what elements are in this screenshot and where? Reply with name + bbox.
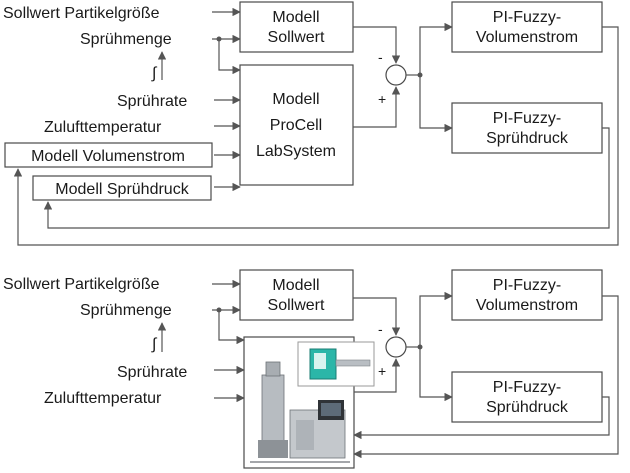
summing-junction-top [385,64,407,86]
box-modell-procell-line3: LabSystem [256,143,336,160]
box-modell-sollwert-top-line1: Modell [272,9,319,26]
box-modell-spruehdruck-label: Modell Sprühdruck [55,181,189,198]
label-zulufttemperatur-bottom: Zulufttemperatur [44,390,162,407]
box-modell-procell-line1: Modell [272,91,319,108]
box-pi-fuzzy-volumenstrom-bottom [451,269,603,321]
box-modell-procell-line2: ProCell [270,117,322,134]
box-pi-druck-bottom-line1: PI-Fuzzy- [493,379,561,396]
box-modell-spruehdruck [32,175,212,201]
box-pi-volumen-bottom-line1: PI-Fuzzy- [493,277,561,294]
sensor-probe-image [297,341,375,387]
label-spruehrate-bottom: Sprührate [117,364,187,381]
box-modell-procell [239,64,354,186]
label-spruehmenge-bottom: Sprühmenge [80,302,172,319]
sign-minus-bottom: - [378,321,383,337]
box-modell-sollwert-bottom-line1: Modell [272,277,319,294]
box-modell-sollwert-top [239,1,354,53]
box-pi-volumen-bottom-line2: Volumenstrom [476,297,578,314]
box-pi-druck-bottom-line2: Sprühdruck [486,399,569,416]
label-sollwert-partikelgroesse-top: Sollwert Partikelgröße [3,5,160,22]
box-modell-sollwert-bottom-line2: Sollwert [268,297,325,314]
box-pi-fuzzy-volumenstrom-top [451,1,603,53]
box-modell-sollwert-bottom [239,269,354,321]
label-spruehrate-top: Sprührate [117,93,187,110]
box-pi-fuzzy-spruehdruck-top [451,102,603,154]
label-zulufttemperatur-top: Zulufttemperatur [44,119,162,136]
box-pi-druck-top-line1: PI-Fuzzy- [493,110,561,127]
box-modell-sollwert-top-line2: Sollwert [268,29,325,46]
box-modell-volumenstrom [4,142,213,168]
label-integral-top: ∫ [151,65,158,82]
sign-plus-top: + [378,91,386,107]
wires-bottom [157,279,619,459]
sign-plus-bottom: + [378,363,386,379]
label-spruehmenge-top: Sprühmenge [80,31,172,48]
box-pi-volumen-top-line2: Volumenstrom [476,29,578,46]
box-pi-volumen-top-line1: PI-Fuzzy- [493,9,561,26]
label-integral-bottom: ∫ [151,336,158,353]
summing-junction-bottom [385,336,407,358]
bottom-diagram: Sollwert Partikelgröße Sprühmenge ∫ Sprü… [3,269,619,469]
label-sollwert-partikelgroesse-bottom: Sollwert Partikelgröße [3,276,160,293]
sign-minus-top: - [378,49,383,65]
top-diagram: Sollwert Partikelgröße Sprühmenge ∫ Sprü… [3,1,619,246]
wires-top [13,7,619,246]
box-modell-volumenstrom-label: Modell Volumenstrom [31,148,185,165]
box-pi-druck-top-line2: Sprühdruck [486,130,569,147]
